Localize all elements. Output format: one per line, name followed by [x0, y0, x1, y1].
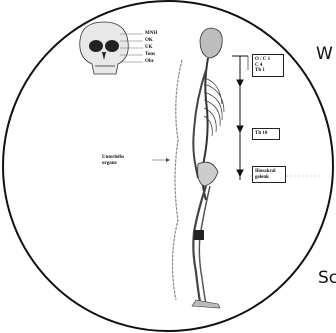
organ-label: Unterleibs organe [102, 155, 124, 166]
organ-label-line: organe [102, 161, 124, 167]
skull-label: Tons [145, 52, 155, 58]
spine-arrow-icon [232, 56, 248, 180]
organ-label-line: Unterleibs [102, 155, 124, 161]
skeleton-figure-icon [172, 28, 224, 308]
spine-box-sacroiliac: Iliosakral gelenk [252, 166, 286, 183]
spine-box-thoracic: Th 10 [252, 128, 280, 140]
skull-label: OK [145, 38, 153, 44]
spine-box-line: gelenk [255, 175, 283, 181]
spine-box-line: Th 10 [255, 131, 277, 137]
skull-label: Ohr [145, 59, 154, 65]
spine-box-line: Th 1 [255, 68, 281, 74]
skull-label: MNH [145, 31, 157, 37]
spine-box-cervical: O / C 1 C 4 Th 1 [252, 54, 284, 77]
skull-label: UK [145, 45, 153, 51]
